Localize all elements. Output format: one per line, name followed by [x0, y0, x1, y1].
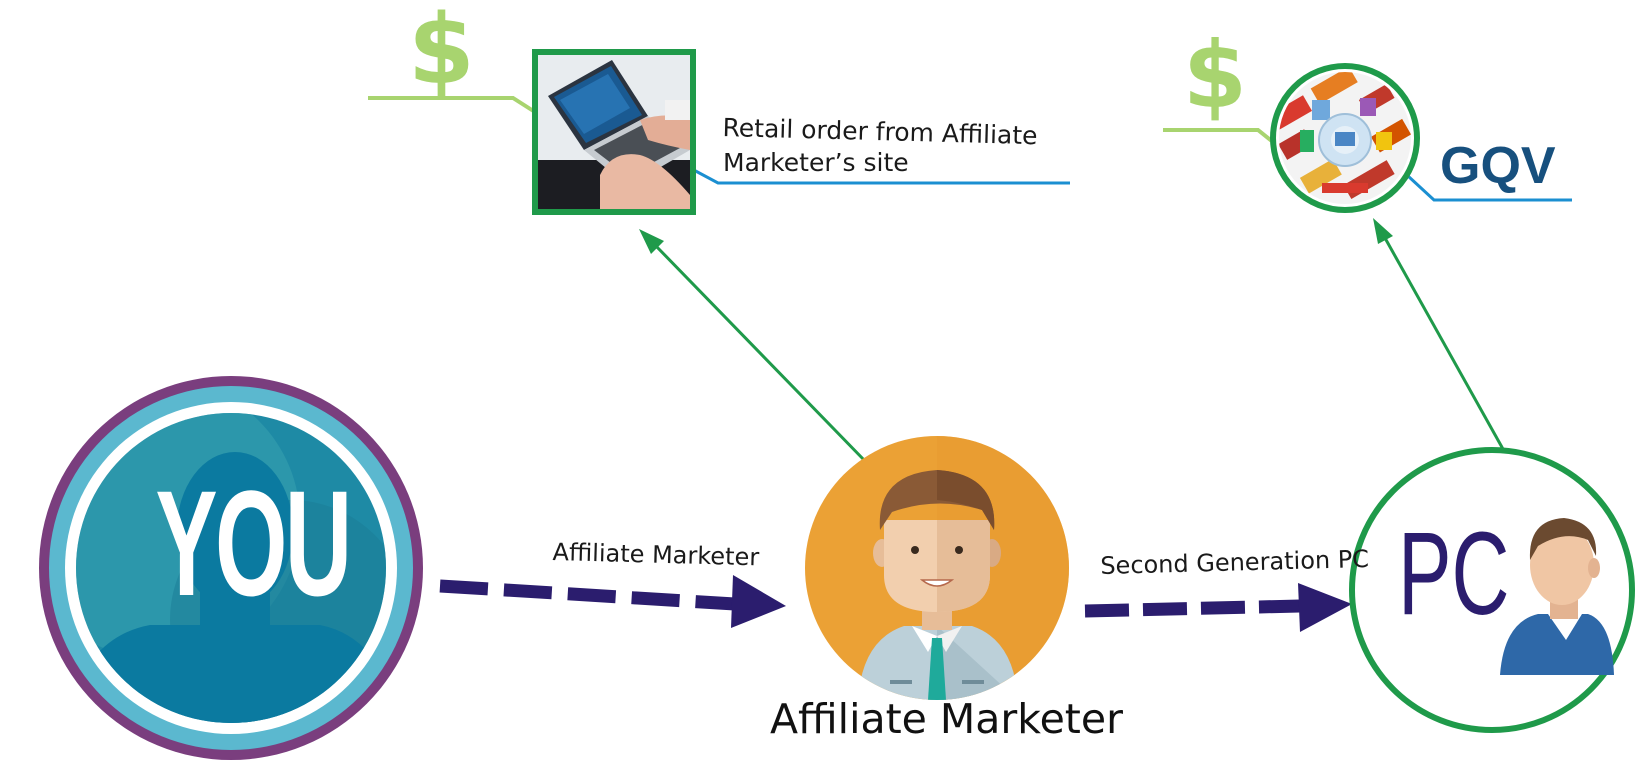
you-label: YOU: [155, 459, 353, 627]
arrow-pc-to-products: [1373, 218, 1510, 459]
laptop-typing-icon: [532, 49, 696, 215]
products-collage-icon: [1270, 63, 1420, 213]
dollar-icon-right: $: [1183, 22, 1248, 129]
retail-order-label-line2: Marketer’s site: [723, 148, 909, 177]
businessman-avatar-icon: [805, 436, 1069, 700]
you-person-icon: [39, 376, 423, 760]
retail-connector-line: [689, 166, 1070, 185]
gqv-label: GQV: [1440, 137, 1556, 195]
arrow-you-to-affiliate: [439, 575, 786, 628]
dollar-line-right: [1163, 128, 1280, 148]
dollar-icon-left: $: [408, 0, 475, 106]
arrow-affiliate-to-pc: [1084, 583, 1352, 632]
affiliate-marketer-caption: Affiliate Marketer: [770, 695, 1123, 743]
dollar-line-left: [368, 96, 537, 114]
pc-person-icon: [1349, 447, 1635, 733]
arrow-affiliate-to-laptop: [639, 229, 868, 464]
gqv-connector-line: [1406, 174, 1572, 202]
pc-label: PC: [1398, 508, 1510, 640]
arrow-label-affiliate-marketer: Affiliate Marketer: [552, 538, 760, 572]
